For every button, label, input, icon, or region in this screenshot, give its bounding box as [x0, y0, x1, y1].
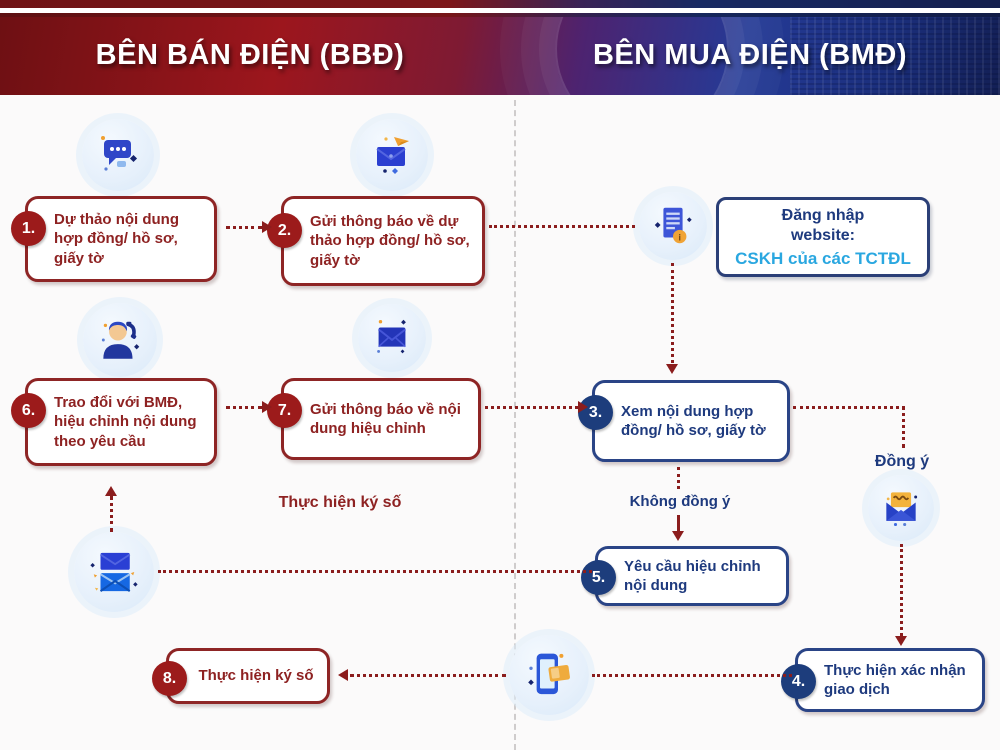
arrowhead-1-2	[262, 221, 272, 233]
agree-label: Đồng ý	[874, 453, 930, 470]
step-5-box: 5. Yêu cầu hiệu chỉnh nội dung	[581, 546, 789, 606]
step-2-box: 2. Gửi thông báo về dự thảo hợp đồng/ hồ…	[267, 196, 485, 286]
connector-mailstack-6	[110, 496, 113, 532]
step-4-box: 4. Thực hiện xác nhận giao dịch	[781, 648, 985, 712]
arrowhead-7-3	[578, 401, 588, 413]
header-thin-line	[0, 13, 1000, 17]
disagree-label: Không đồng ý	[629, 493, 731, 510]
connector-phone-8	[350, 674, 506, 677]
step-4-text: Thực hiện xác nhận giao dịch	[824, 661, 966, 699]
connector-1-2	[226, 226, 262, 229]
mail-stack-icon	[74, 532, 154, 612]
connector-disagree-5	[677, 515, 680, 531]
arrowhead-phone-8	[338, 669, 348, 681]
connector-6-7	[226, 406, 262, 409]
connector-login-3	[671, 263, 674, 363]
document-info-icon: i	[639, 192, 707, 260]
connector-4-phone	[592, 674, 792, 677]
mail-icon	[358, 304, 426, 372]
arrowhead-mailstack-6	[105, 486, 117, 496]
buyer-title: BÊN MUA ĐIỆN (BMĐ)	[592, 39, 907, 71]
step-6-box: 6. Trao đổi với BMĐ, hiệu chỉnh nội dung…	[11, 378, 217, 466]
step-8-box: 8. Thực hiện ký số	[152, 648, 330, 704]
step-4-number: 4.	[781, 664, 816, 699]
step-6-number: 6.	[11, 393, 46, 428]
phone-ticket-icon	[509, 635, 589, 715]
step-7-number: 7.	[267, 393, 302, 428]
connector-3-agree-h	[793, 406, 905, 409]
send-mail-icon	[356, 119, 428, 191]
connector-3-agree-v	[902, 406, 905, 448]
step-7-box: 7. Gửi thông báo về nội dung hiệu chỉnh	[267, 378, 481, 460]
step-5-number: 5.	[581, 560, 616, 595]
step-7-text: Gửi thông báo về nội dung hiệu chỉnh	[310, 400, 461, 438]
svg-text:i: i	[678, 232, 681, 243]
connector-agree-4	[900, 544, 903, 636]
login-website-box: Đăng nhập website: CSKH của các TCTĐL	[716, 197, 930, 277]
cskh-website-link[interactable]: CSKH của các TCTĐL	[735, 248, 911, 268]
step-2-number: 2.	[267, 213, 302, 248]
sign-digital-label: Thực hiện ký số	[278, 494, 402, 511]
step-5-text: Yêu cầu hiệu chỉnh nội dung	[624, 557, 761, 595]
step-8-text: Thực hiện ký số	[198, 667, 314, 685]
arrowhead-login-3	[666, 364, 678, 374]
step-3-text: Xem nội dung hợp đồng/ hồ sơ, giấy tờ	[621, 402, 766, 440]
header-top-strip	[0, 0, 1000, 8]
connector-5-mailstack	[158, 570, 592, 573]
arrowhead-disagree-5	[672, 531, 684, 541]
step-2-text: Gửi thông báo về dự thảo hợp đồng/ hồ sơ…	[310, 212, 470, 269]
header-banner: BÊN BÁN ĐIỆN (BBĐ) BÊN MUA ĐIỆN (BMĐ)	[0, 17, 1000, 95]
step-1-number: 1.	[11, 211, 46, 246]
login-website-label: Đăng nhập website:	[781, 206, 865, 244]
step-1-text: Dự thảo nội dung hợp đồng/ hồ sơ, giấy t…	[54, 210, 180, 267]
step-6-text: Trao đổi với BMĐ, hiệu chỉnh nội dung th…	[54, 393, 197, 450]
chat-bubble-icon	[82, 119, 154, 191]
open-envelope-icon	[868, 475, 934, 541]
header-gap	[0, 8, 1000, 13]
step-1-box: 1. Dự thảo nội dung hợp đồng/ hồ sơ, giấ…	[11, 196, 217, 282]
arrowhead-agree-4	[895, 636, 907, 646]
side-divider	[514, 100, 516, 750]
person-on-phone-icon	[83, 303, 157, 377]
connector-2-login	[489, 225, 635, 228]
arrowhead-6-7	[262, 401, 272, 413]
connector-7-3	[485, 406, 578, 409]
seller-title: BÊN BÁN ĐIỆN (BBĐ)	[95, 39, 405, 71]
step-8-number: 8.	[152, 661, 187, 696]
connector-3-disagree	[677, 467, 680, 489]
step-3-box: 3. Xem nội dung hợp đồng/ hồ sơ, giấy tờ	[578, 380, 790, 462]
